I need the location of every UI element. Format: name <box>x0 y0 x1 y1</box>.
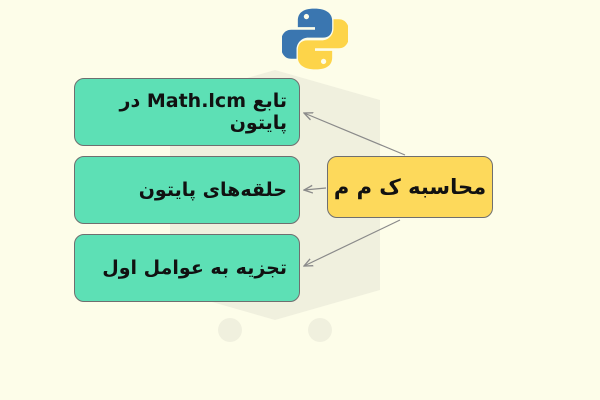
python-logo-icon <box>282 8 348 70</box>
leaf-node-label: حلقه‌های پایتون <box>138 179 287 201</box>
connector-line-1 <box>304 113 406 156</box>
leaf-node-prime-factorization: تجزیه به عوامل اول <box>74 234 300 302</box>
center-node-label: محاسبه ک م م <box>333 175 487 199</box>
leaf-node-label: تابع Math.lcm در پایتون <box>119 90 287 134</box>
leaf-node-python-loops: حلقه‌های پایتون <box>74 156 300 224</box>
leaf-node-label: تجزیه به عوامل اول <box>102 257 287 279</box>
center-node: محاسبه ک م م <box>327 156 493 218</box>
leaf-node-math-lcm: تابع Math.lcm در پایتون <box>74 78 300 146</box>
connector-line-3 <box>304 219 401 266</box>
connector-line-2 <box>304 188 327 190</box>
